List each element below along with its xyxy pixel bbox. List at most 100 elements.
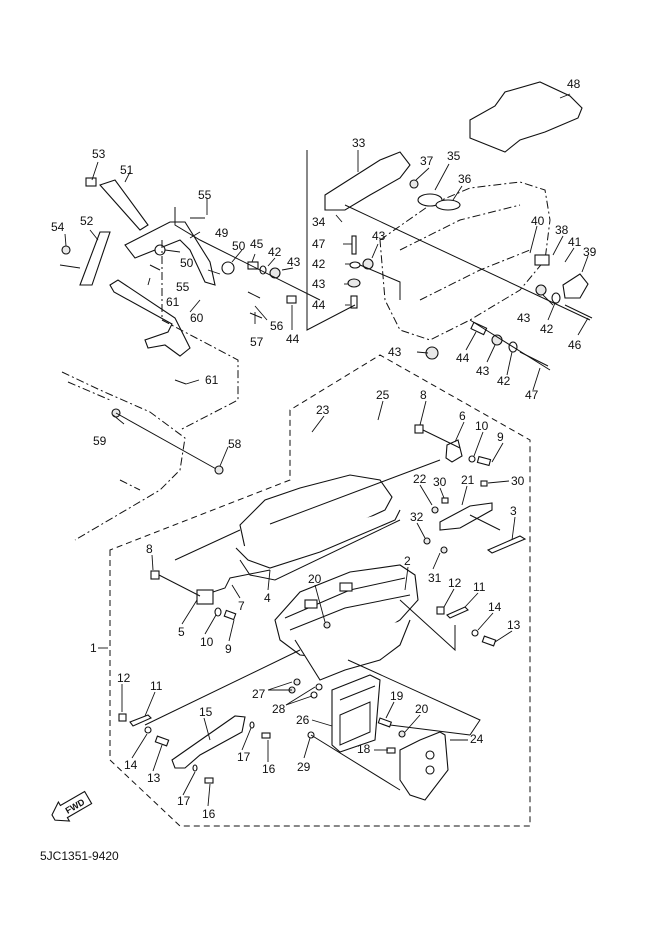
- mount-plate-inner: [339, 685, 376, 746]
- callout-54: 54: [51, 220, 65, 234]
- callout-9-b: 9: [225, 642, 232, 656]
- callout-36: 36: [458, 172, 472, 186]
- callout-34: 34: [312, 215, 326, 229]
- callout-14-b: 14: [124, 758, 138, 772]
- screw-part-b: [476, 455, 492, 467]
- stay-bracket-part: [124, 221, 216, 286]
- lower-hinge-line: [144, 649, 301, 726]
- callout-43-c: 43: [312, 277, 326, 291]
- callout-42: 42: [268, 245, 282, 259]
- bolt-head-part-c: [293, 678, 301, 686]
- nut-part-d: [423, 537, 431, 545]
- stay-part: [79, 231, 111, 286]
- callout-47: 47: [312, 237, 326, 251]
- callout-11-b: 11: [150, 679, 163, 693]
- bolt-line: [115, 412, 219, 471]
- collar-part-c: [85, 177, 97, 187]
- nut-part: [409, 179, 419, 189]
- hinge-plate-part-b: [129, 714, 152, 727]
- callout-44-b: 44: [312, 298, 326, 312]
- case-body-part: [274, 564, 419, 659]
- callout-21: 21: [461, 473, 475, 487]
- callout-49: 49: [215, 226, 229, 240]
- callout-53: 53: [92, 147, 106, 161]
- callout-52: 52: [80, 214, 94, 228]
- callout-labels: 53 51 55 54 52 49 50 45 42 43 50 55 61 6…: [51, 77, 597, 821]
- clip-nut-part-b: [414, 424, 424, 434]
- callout-41: 41: [568, 235, 582, 249]
- drawing-code: 5JC1351-9420: [40, 849, 119, 863]
- callout-57: 57: [250, 335, 264, 349]
- callout-46: 46: [568, 338, 582, 352]
- callout-47-b: 47: [525, 388, 539, 402]
- washer-part-h: [144, 726, 152, 734]
- pad-part-b: [480, 480, 488, 487]
- clip-part-b: [339, 582, 353, 592]
- callout-50: 50: [232, 239, 246, 253]
- callout-42-d: 42: [497, 374, 511, 388]
- bolt-part-f: [386, 747, 396, 754]
- callout-5: 5: [178, 625, 185, 639]
- callout-17: 17: [237, 750, 251, 764]
- callout-24: 24: [470, 732, 484, 746]
- callout-20: 20: [308, 572, 322, 586]
- washer-part-l: [310, 691, 318, 699]
- callout-15: 15: [199, 705, 213, 719]
- callout-43-e: 43: [388, 345, 402, 359]
- grommet-part: [347, 278, 361, 288]
- callout-4: 4: [264, 591, 271, 605]
- callout-31: 31: [428, 571, 442, 585]
- nut-part-i: [398, 730, 406, 738]
- seat-pad-part: [469, 81, 583, 153]
- callout-43-d: 43: [517, 311, 531, 325]
- lock-hole: [425, 750, 435, 760]
- callout-1: 1: [90, 641, 97, 655]
- collar-part-d: [247, 261, 259, 270]
- callout-33: 33: [352, 136, 366, 150]
- arm-part: [99, 179, 149, 231]
- bolt-part-e: [377, 717, 393, 728]
- callout-51: 51: [120, 163, 134, 177]
- grommet-part-f: [269, 267, 281, 279]
- callout-55: 55: [198, 188, 212, 202]
- callout-10-b: 10: [200, 635, 214, 649]
- washer-part-f: [468, 455, 476, 463]
- callout-32: 32: [410, 510, 424, 524]
- callout-42-b: 42: [312, 257, 326, 271]
- callout-43: 43: [287, 255, 301, 269]
- frame-rail-lower: [67, 381, 141, 491]
- lid-seal-part: [235, 509, 401, 569]
- callout-16-b: 16: [202, 807, 216, 821]
- screw-part-d: [154, 735, 170, 747]
- callout-17-b: 17: [177, 794, 191, 808]
- washer-part-g: [471, 629, 479, 637]
- screw-part-c: [481, 635, 497, 647]
- callout-56: 56: [270, 319, 284, 333]
- bracket-part: [324, 151, 411, 211]
- callout-7: 7: [238, 599, 245, 613]
- callout-12-b: 12: [117, 671, 131, 685]
- callout-8-b: 8: [146, 542, 153, 556]
- callout-43-f: 43: [476, 364, 490, 378]
- callout-8: 8: [420, 388, 427, 402]
- callout-10: 10: [475, 419, 489, 433]
- callout-26: 26: [296, 713, 310, 727]
- callout-27: 27: [252, 687, 266, 701]
- screw-part: [223, 609, 237, 621]
- callout-35: 35: [447, 149, 461, 163]
- washer-part-k: [315, 683, 323, 691]
- callout-55-b: 55: [176, 280, 190, 294]
- clip-part: [304, 599, 318, 609]
- callout-48: 48: [567, 77, 581, 91]
- callout-43-b: 43: [372, 229, 386, 243]
- spacer-part: [154, 244, 166, 256]
- stay-frame-line: [59, 207, 321, 301]
- nut-part-c: [431, 506, 439, 514]
- pad-part: [441, 497, 449, 504]
- callout-61-b: 61: [205, 373, 219, 387]
- callout-29: 29: [297, 760, 311, 774]
- frame-centerline: [161, 240, 239, 431]
- lock-bracket-part: [562, 273, 589, 299]
- callout-12: 12: [448, 576, 462, 590]
